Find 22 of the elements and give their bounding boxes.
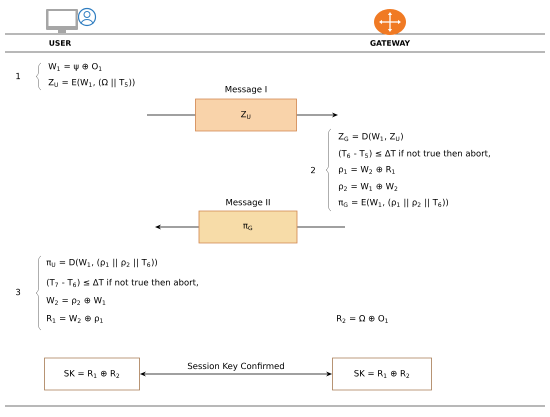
- edge-label: Session Key Confirmed: [186, 362, 286, 372]
- equation: R$_{2}$ = Ω ⊕ O$_{1}$: [337, 315, 388, 323]
- message-box: Z$_{U}$: [195, 98, 297, 132]
- step-number: 3: [16, 288, 20, 296]
- step-number: 2: [311, 166, 315, 174]
- message-label: Message I: [226, 86, 266, 94]
- equation: (T$_{6}$ - T$_{5}$) ≤ ΔT if not true then abort,: [338, 150, 490, 158]
- key-box: SK = R$_{1}$ ⊕ R$_{2}$: [44, 358, 140, 390]
- equation: ρ$_{2}$ = W$_{1}$ ⊕ W$_{2}$: [338, 183, 398, 191]
- key-box: SK = R$_{1}$ ⊕ R$_{2}$: [332, 358, 432, 390]
- equation: Z$_{G}$ = D(W$_{1}$, Z$_{U}$): [338, 132, 403, 142]
- equation: R$_{1}$ = W$_{2}$ ⊕ ρ$_{1}$: [47, 315, 103, 323]
- equation: π$_{U}$ = D(W$_{1}$, (ρ$_{1}$ || ρ$_{2}$ || T$_{6}$)): [46, 258, 157, 268]
- equation: W$_{1}$ = ψ ⊕ O$_{1}$: [48, 62, 102, 72]
- step-number: 1: [16, 72, 20, 80]
- message-label: Message II: [226, 199, 270, 207]
- equation: (T$_{7}$ - T$_{6}$) ≤ ΔT if not true then abort,: [46, 278, 198, 288]
- equation: W$_{2}$ = ρ$_{2}$ ⊕ W$_{1}$: [46, 297, 106, 305]
- message-box: π$_{G}$: [198, 210, 298, 244]
- equation: Z$_{U}$ = E(W$_{1}$, (Ω || T$_{5}$)): [48, 78, 134, 88]
- equation: π$_{G}$ = E(W$_{1}$, (ρ$_{1}$ || ρ$_{2}$ || T$_{6}$)): [338, 198, 448, 208]
- equation: ρ$_{1}$ = W$_{2}$ ⊕ R$_{1}$: [338, 166, 395, 174]
